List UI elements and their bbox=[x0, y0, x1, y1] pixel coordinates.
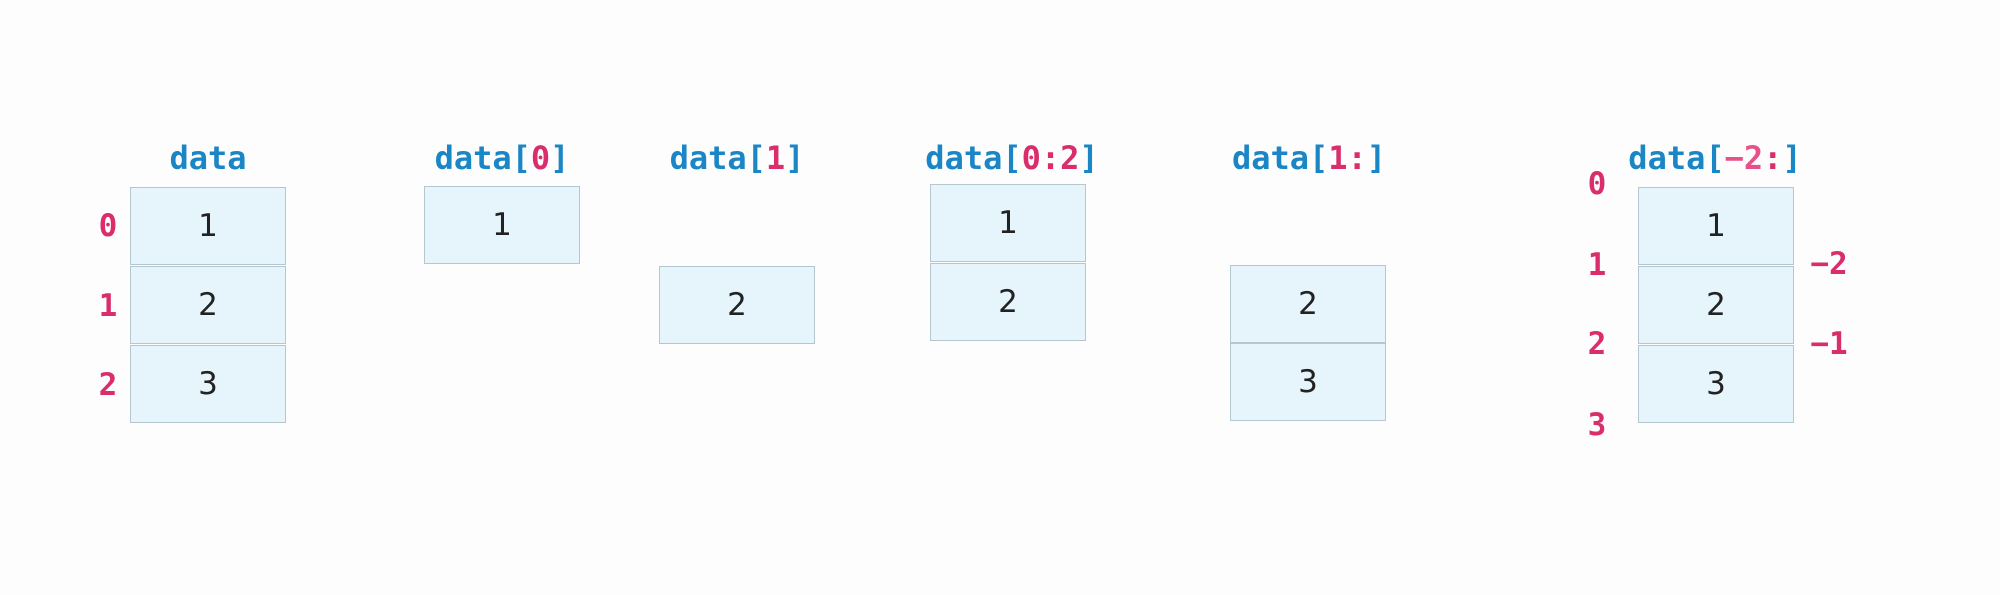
title-identifier: data bbox=[669, 139, 747, 177]
array-cell: 3 bbox=[130, 345, 286, 423]
array-cell: 2 bbox=[1638, 266, 1794, 344]
panel-title-data: data bbox=[169, 138, 246, 178]
array-cell: 2 bbox=[130, 266, 286, 344]
array-cell: 3 bbox=[1638, 345, 1794, 423]
index-label-2: 2 bbox=[98, 367, 118, 403]
panel-title-data-0-2: data[0:2] bbox=[925, 138, 1098, 178]
title-close-bracket: ] bbox=[785, 139, 805, 177]
array-cell: 1 bbox=[130, 187, 286, 265]
panel-title-data-1-colon: data[1:] bbox=[1232, 138, 1386, 178]
title-open-bracket: [ bbox=[1002, 139, 1022, 177]
panel-title-data-neg2-colon: data[−2:] bbox=[1628, 138, 1801, 178]
title-identifier: data bbox=[434, 139, 512, 177]
title-negative-index: −2 bbox=[1724, 139, 1764, 177]
title-open-bracket: [ bbox=[746, 139, 766, 177]
title-open-bracket: [ bbox=[511, 139, 531, 177]
title-index: 1 bbox=[765, 139, 786, 177]
array-cell: 2 bbox=[1230, 265, 1386, 343]
array-cell: 2 bbox=[659, 266, 815, 344]
title-identifier: data bbox=[925, 139, 1003, 177]
title-slice: 0:2 bbox=[1021, 139, 1080, 177]
boundary-label-2: 2 bbox=[1587, 326, 1607, 362]
negative-label-minus-1: −1 bbox=[1810, 326, 1848, 362]
title-slice: 1: bbox=[1328, 139, 1367, 177]
array-cell: 3 bbox=[1230, 343, 1386, 421]
title-open-bracket: [ bbox=[1309, 139, 1329, 177]
array-cell: 1 bbox=[424, 186, 580, 264]
panel-title-data-0: data[0] bbox=[435, 138, 570, 178]
array-cell: 1 bbox=[930, 184, 1086, 262]
negative-label-minus-2: −2 bbox=[1810, 246, 1848, 282]
boundary-label-0: 0 bbox=[1587, 166, 1607, 202]
array-cell: 2 bbox=[930, 263, 1086, 341]
title-close-bracket: ] bbox=[1366, 139, 1387, 177]
title-close-bracket: ] bbox=[1079, 139, 1099, 177]
panel-title-data-1: data[1] bbox=[670, 138, 805, 178]
array-cell: 1 bbox=[1638, 187, 1794, 265]
index-label-1: 1 bbox=[98, 288, 118, 324]
title-index: 0 bbox=[530, 139, 551, 177]
title-identifier: data bbox=[1628, 139, 1706, 177]
title-identifier: data bbox=[169, 139, 247, 177]
title-identifier: data bbox=[1231, 139, 1309, 177]
index-label-0: 0 bbox=[98, 208, 118, 244]
title-colon: : bbox=[1763, 139, 1783, 177]
boundary-label-3: 3 bbox=[1587, 407, 1607, 443]
title-close-bracket: ] bbox=[550, 139, 570, 177]
title-close-bracket: ] bbox=[1782, 139, 1802, 177]
title-open-bracket: [ bbox=[1705, 139, 1725, 177]
boundary-label-1: 1 bbox=[1587, 247, 1607, 283]
